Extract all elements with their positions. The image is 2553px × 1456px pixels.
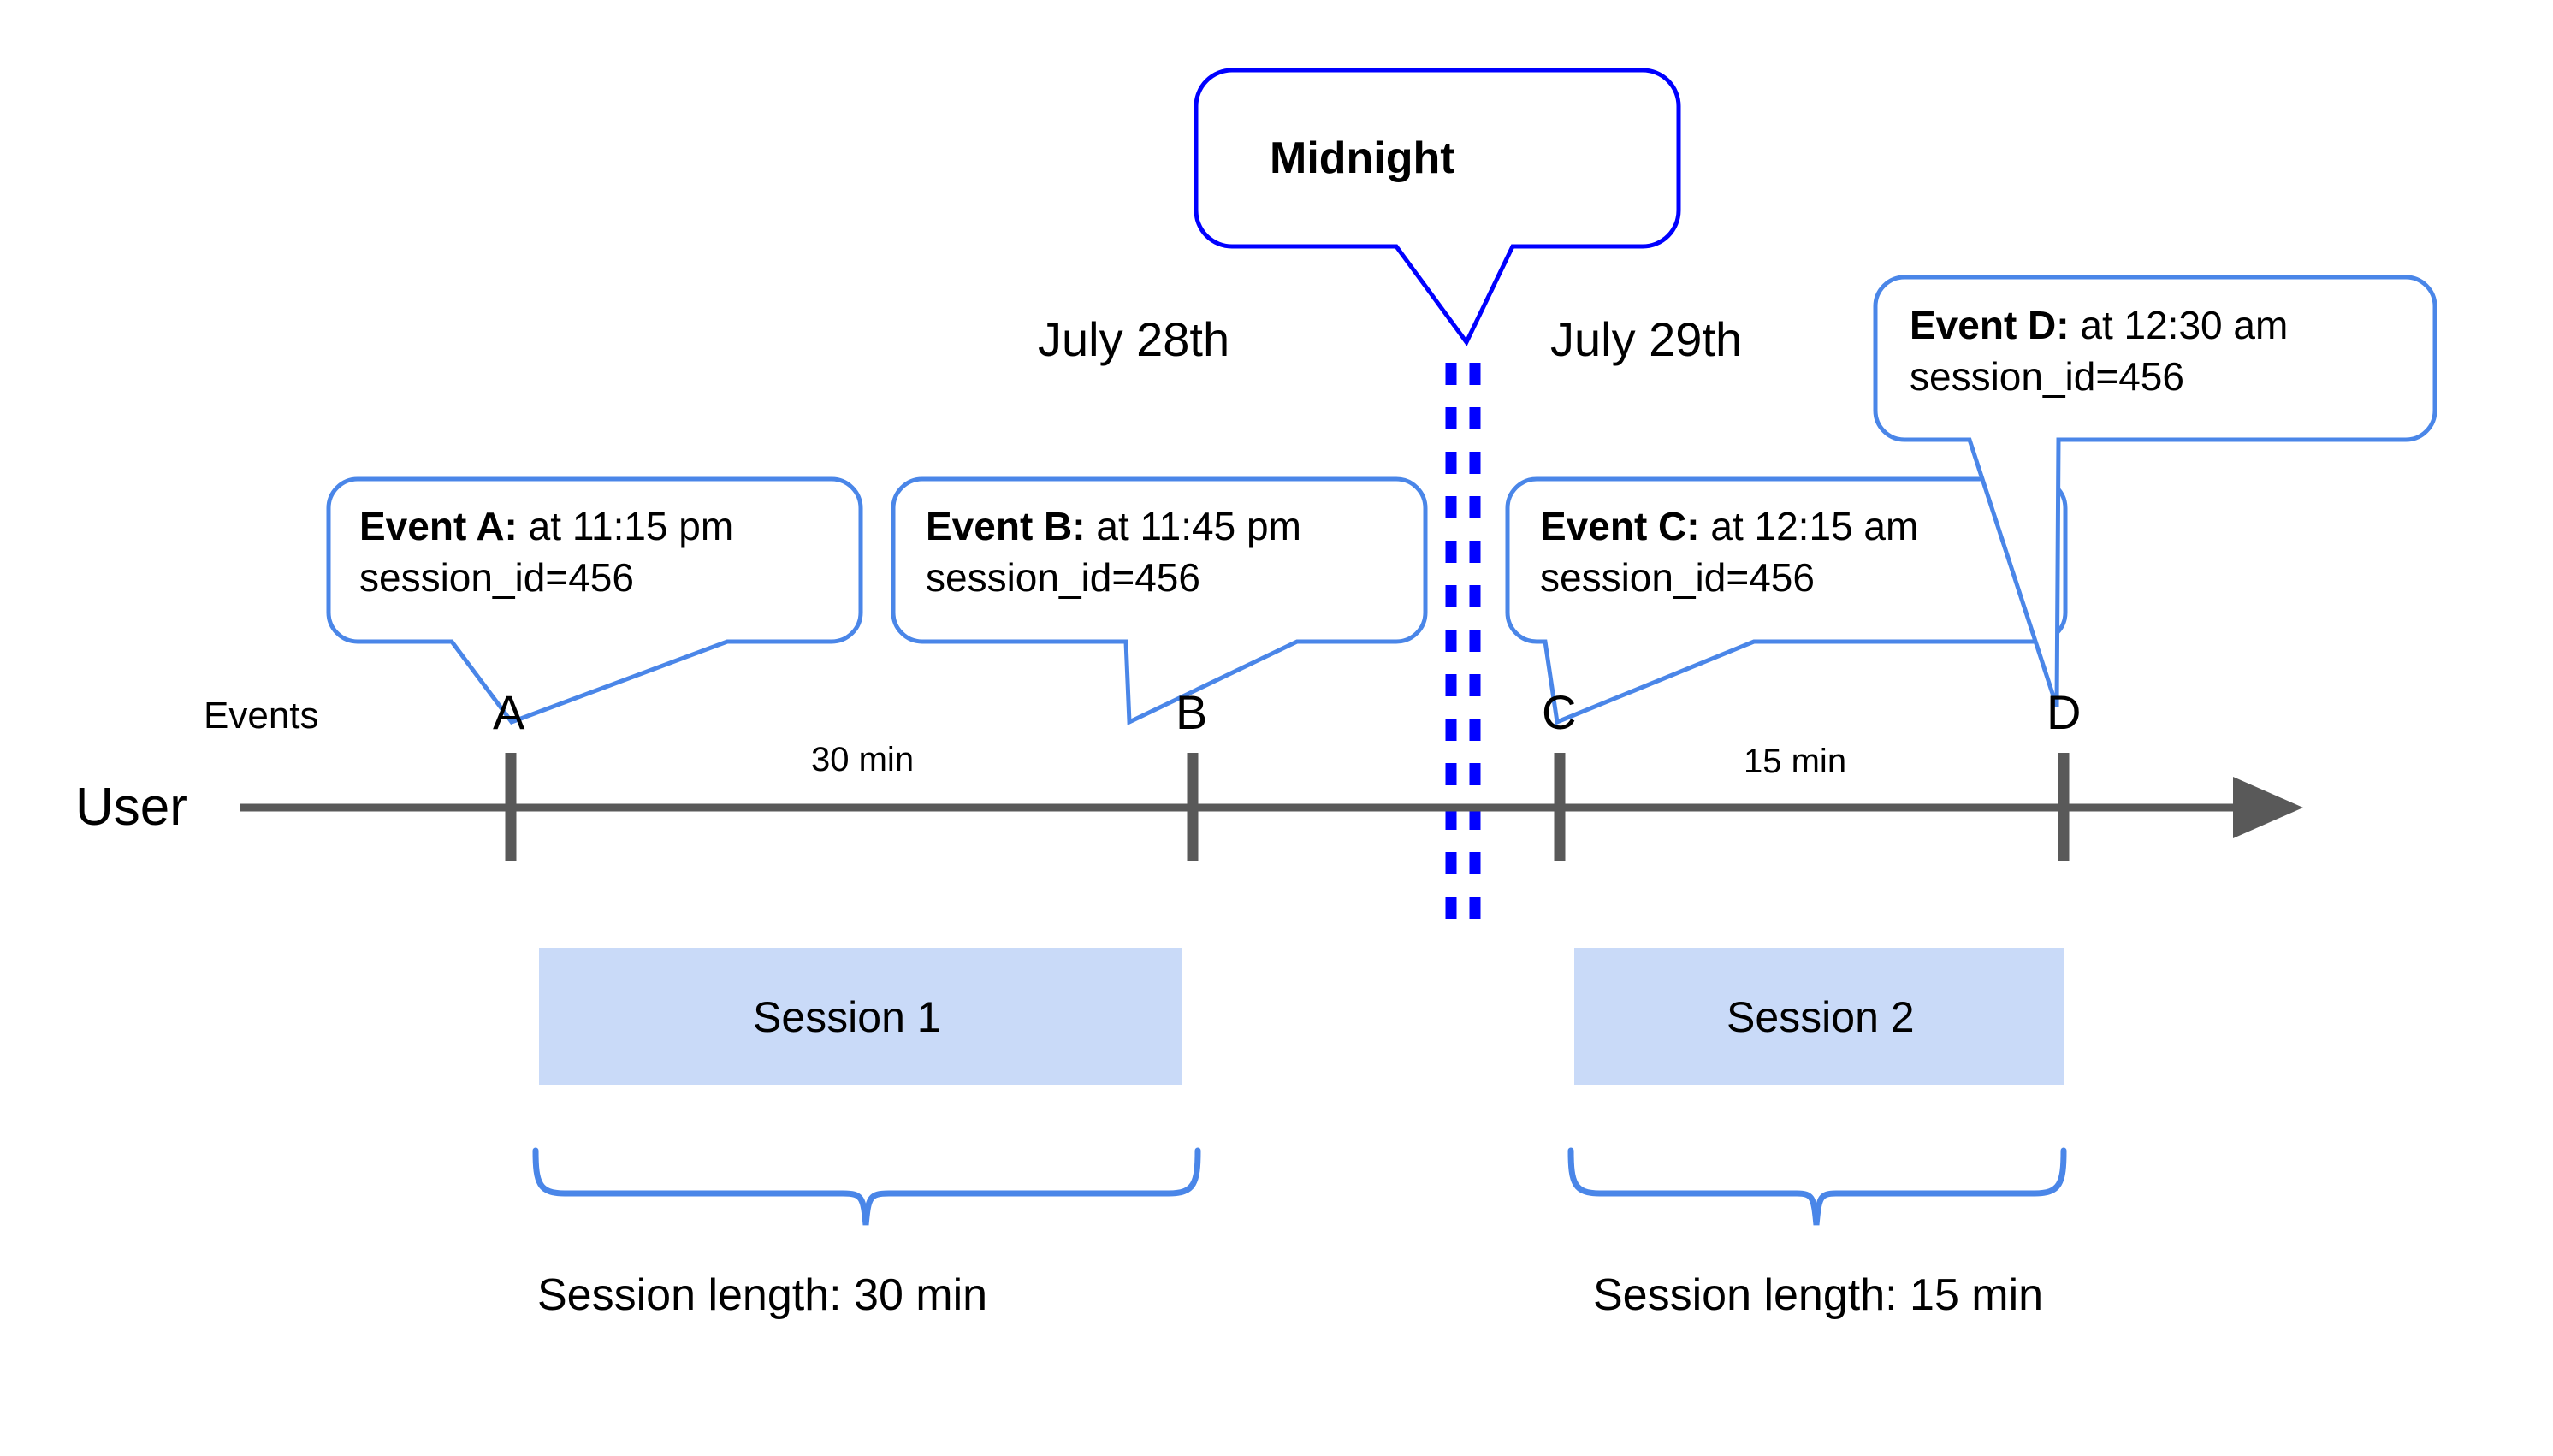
session-2-label: Session 2	[1727, 993, 1915, 1041]
event-d-title: Event D:	[1910, 303, 2070, 347]
midnight-label: Midnight	[1270, 133, 1455, 183]
gap-label-a-to-b: 30 min	[811, 741, 915, 778]
event-d-session-id: session_id=456	[1910, 354, 2184, 399]
event-b-callout-text: Event B: at 11:45 pm session_id=456	[926, 500, 1301, 603]
timeline-axis-arrowhead	[2233, 777, 2303, 838]
event-a-detail: at 11:15 pm	[517, 504, 734, 548]
row-label-events: Events	[204, 695, 319, 737]
event-b-session-id: session_id=456	[926, 555, 1200, 600]
date-label-july-28: July 28th	[1038, 312, 1230, 366]
midnight-callout-shape	[1194, 68, 1681, 346]
session-2-length-label: Session length: 15 min	[1593, 1270, 2044, 1320]
event-c-callout-shape	[1505, 476, 2068, 725]
session-2-bar	[1574, 948, 2064, 1085]
event-b-detail: at 11:45 pm	[1085, 504, 1301, 548]
session-2-brace	[1567, 1147, 2067, 1226]
midnight-dashed-lines	[1445, 363, 1481, 926]
event-c-detail: at 12:15 am	[1699, 504, 1919, 548]
event-c-title: Event C:	[1540, 504, 1700, 548]
midnight-callout-border	[1194, 68, 1681, 346]
event-tick-markers	[505, 753, 2070, 861]
event-d-detail: at 12:30 am	[2069, 303, 2289, 347]
event-marker-letter-d: D	[2047, 685, 2082, 739]
event-b-callout-shape	[891, 476, 1428, 725]
event-a-callout-text: Event A: at 11:15 pm session_id=456	[359, 500, 733, 603]
event-d-callout-shape	[1873, 275, 2437, 707]
session-1-bar	[539, 948, 1182, 1085]
event-c-callout-border	[1505, 476, 2068, 725]
event-marker-letter-b: B	[1176, 685, 1208, 739]
event-marker-letter-a: A	[493, 685, 525, 739]
session-1-length-label: Session length: 30 min	[537, 1270, 988, 1320]
event-d-callout-text: Event D: at 12:30 am session_id=456	[1910, 299, 2288, 402]
date-label-july-29: July 29th	[1550, 312, 1743, 366]
event-a-callout-border	[326, 476, 863, 725]
event-c-callout-text: Event C: at 12:15 am session_id=456	[1540, 500, 1918, 603]
event-a-session-id: session_id=456	[359, 555, 634, 600]
gap-label-c-to-d: 15 min	[1744, 743, 1847, 780]
event-marker-letter-c: C	[1542, 685, 1577, 739]
row-label-user: User	[75, 778, 187, 837]
event-d-callout-border	[1873, 275, 2437, 707]
session-1-brace	[532, 1147, 1201, 1226]
session-1-label: Session 1	[753, 993, 941, 1041]
timeline-axis	[240, 777, 2303, 838]
event-c-session-id: session_id=456	[1540, 555, 1815, 600]
event-a-title: Event A:	[359, 504, 518, 548]
event-a-callout-shape	[326, 476, 863, 725]
event-b-callout-border	[891, 476, 1428, 725]
event-b-title: Event B:	[926, 504, 1086, 548]
